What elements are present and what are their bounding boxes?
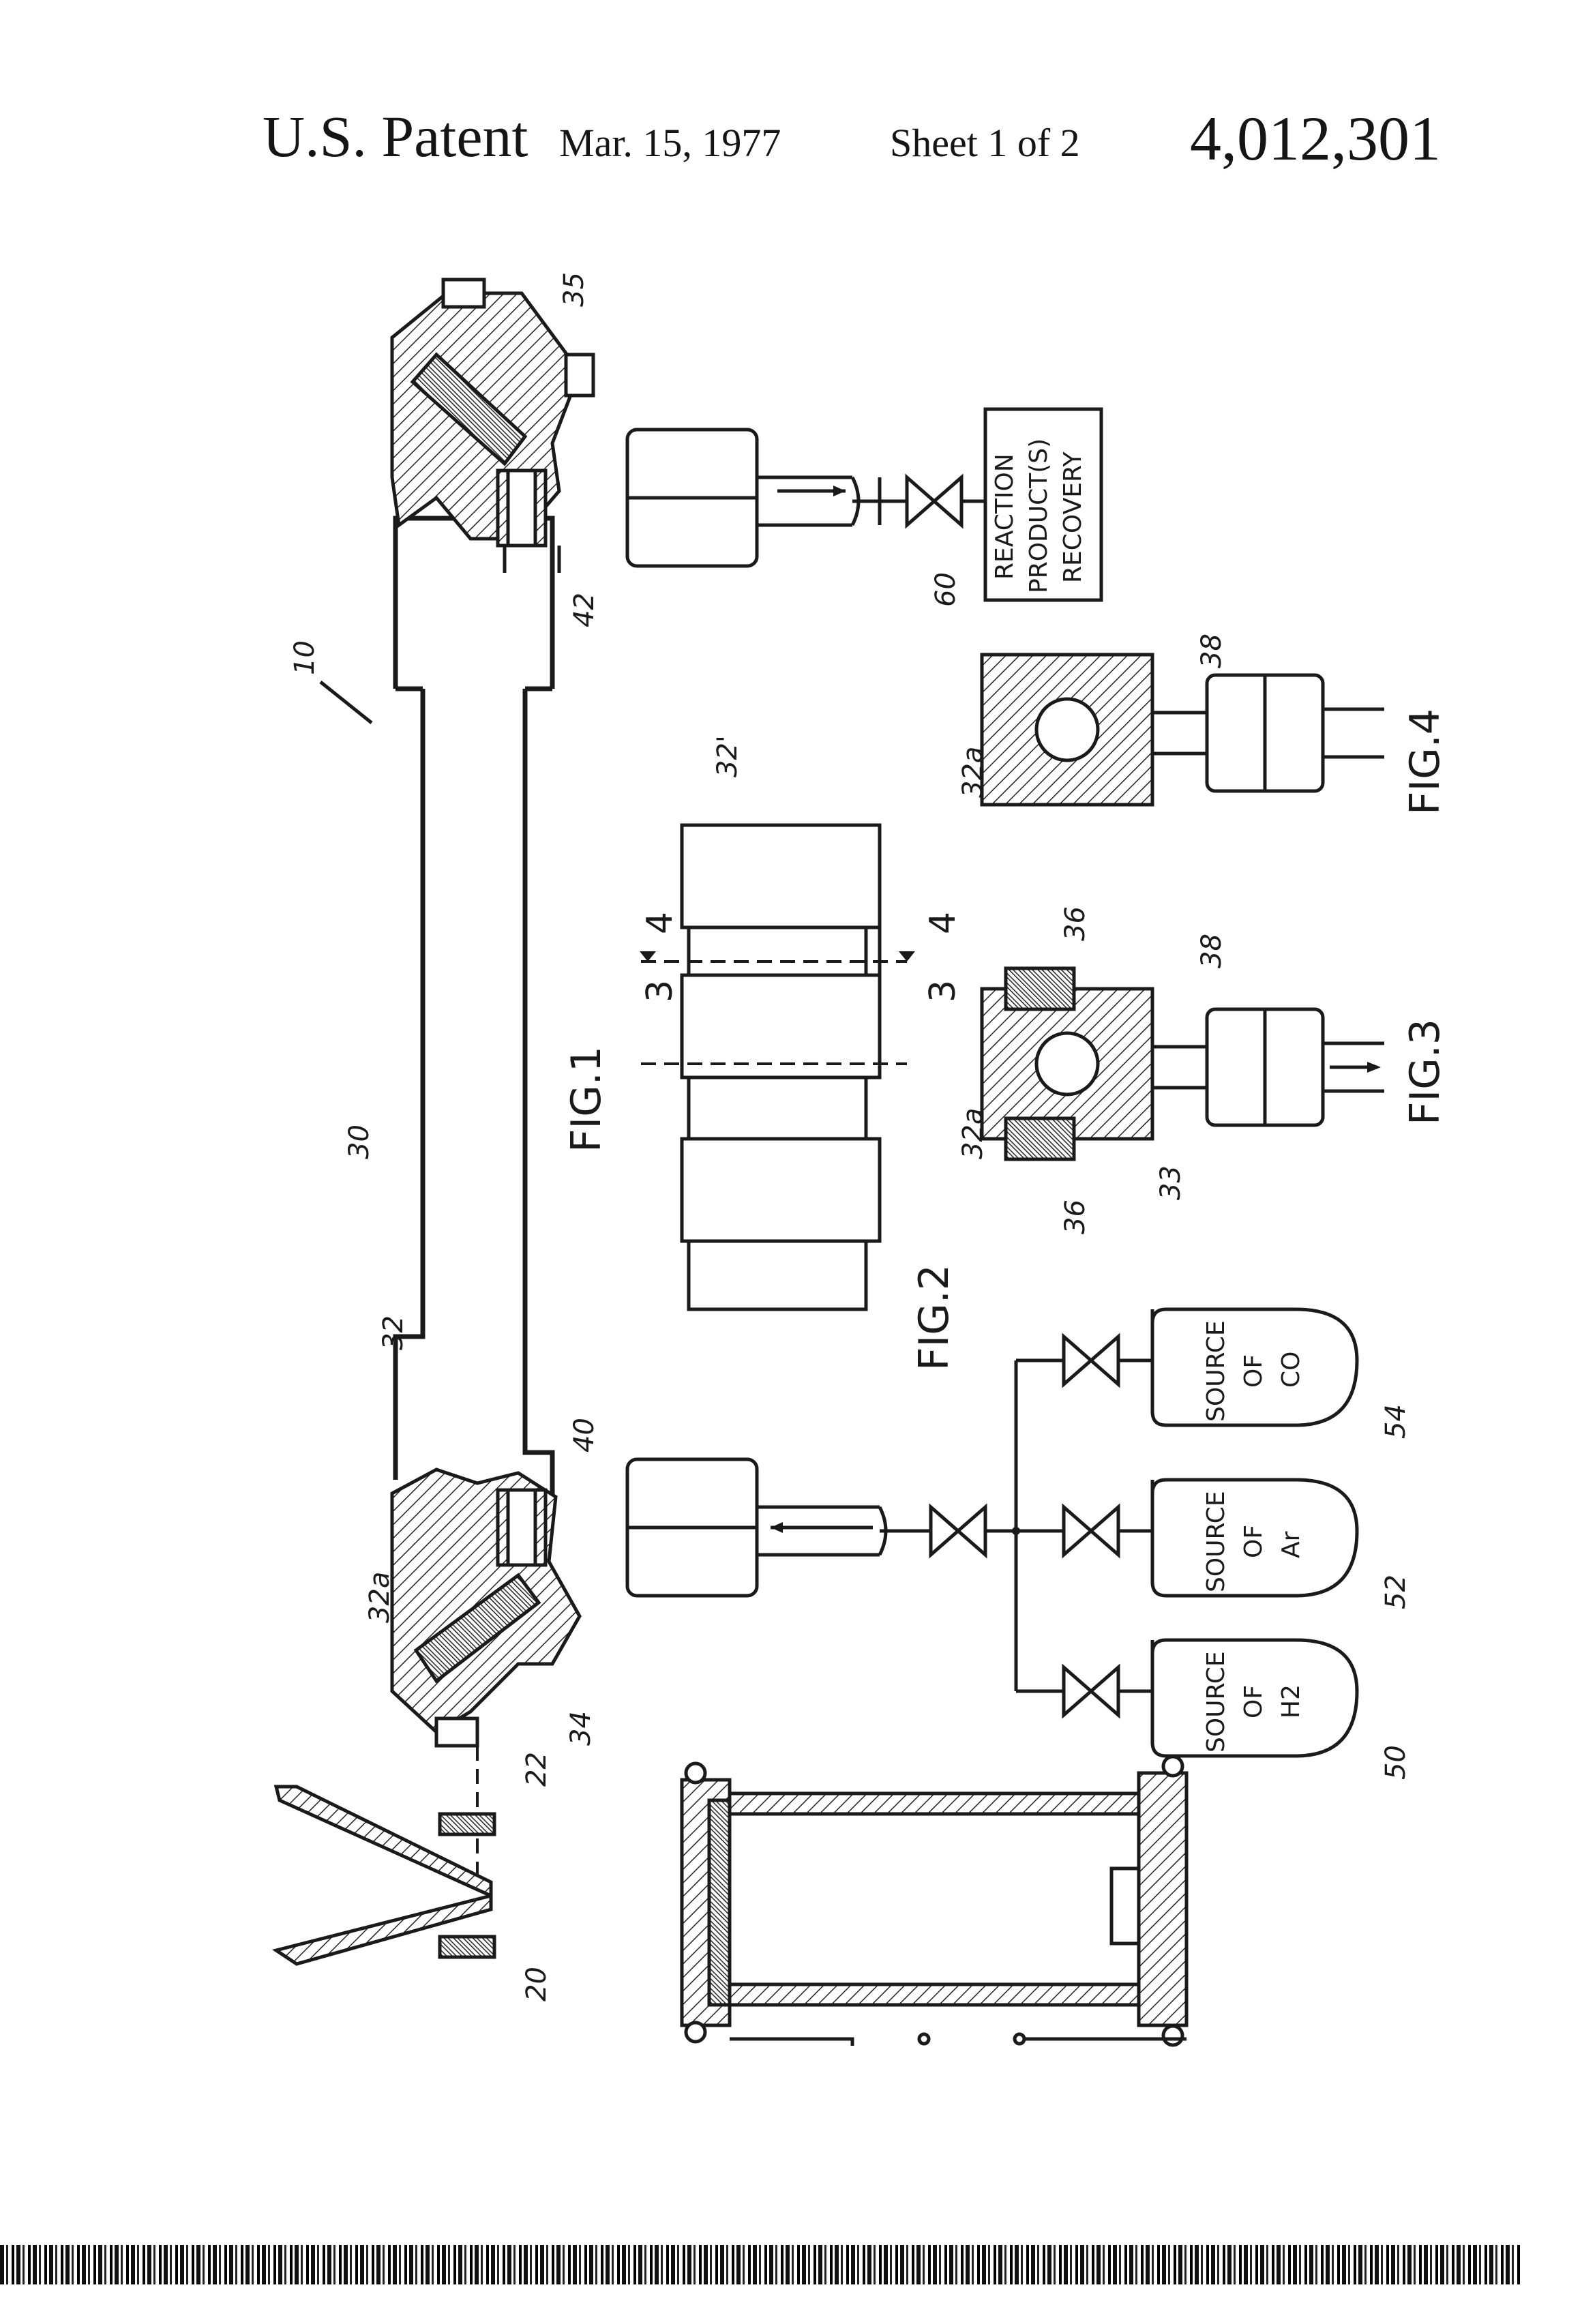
recovery-box-line2: PRODUCT(S) [1025,438,1053,593]
source-h2-line1: SOURCE [1202,1651,1230,1753]
ref-32: 32 [378,1315,409,1350]
fig4-label: FIG.4 [1401,709,1449,815]
ref-60: 60 [930,572,961,607]
ref-32-prime: 32' [712,735,743,777]
fig1-label: FIG.1 [563,1046,610,1152]
fig3-label: FIG.3 [1401,1019,1449,1125]
ref-30: 30 [344,1124,375,1159]
section-3-top: 3 [640,980,681,1002]
section-4-top: 4 [640,912,681,934]
source-h2-line3: H2 [1277,1684,1305,1718]
ref-10: 10 [289,640,320,675]
ref-36-bottom: 36 [1060,1200,1091,1234]
source-co-line3: CO [1277,1352,1305,1388]
fig2-label: FIG.2 [910,1264,958,1371]
fig2-reactor-section [640,825,915,1309]
ref-38-fig3: 38 [1196,934,1227,968]
ref-22: 22 [521,1752,552,1787]
ref-32a-fig3: 32a [957,1108,989,1159]
ref-40: 40 [569,1418,600,1452]
source-ar-line2: OF [1240,1525,1268,1558]
section-4-bottom: 4 [923,912,964,934]
fig4-cross-section [982,655,1384,805]
ref-54: 54 [1380,1404,1412,1439]
source-ar-line3: Ar [1277,1531,1305,1558]
ref-32a-fig4: 32a [957,747,989,798]
ref-35: 35 [558,272,590,307]
source-h2-line2: OF [1240,1685,1268,1718]
fig3-cross-section [982,968,1384,1159]
ref-34: 34 [565,1711,597,1746]
scan-barcode-strip [0,2245,1521,2284]
ref-32a-left: 32a [364,1572,395,1623]
ref-36-top: 36 [1060,906,1091,941]
section-3-bottom: 3 [923,980,964,1002]
ref-42: 42 [569,593,600,627]
ref-50: 50 [1380,1745,1412,1780]
ref-52: 52 [1380,1575,1412,1609]
source-co-line1: SOURCE [1202,1320,1230,1422]
recovery-box-line3: RECOVERY [1059,451,1087,583]
ref-38-fig4: 38 [1196,634,1227,668]
ref-20: 20 [521,1967,552,2001]
ref-33: 33 [1155,1165,1186,1200]
source-ar-line1: SOURCE [1202,1491,1230,1592]
source-co-line2: OF [1240,1354,1268,1388]
recovery-box-line1: REACTION [991,453,1019,580]
